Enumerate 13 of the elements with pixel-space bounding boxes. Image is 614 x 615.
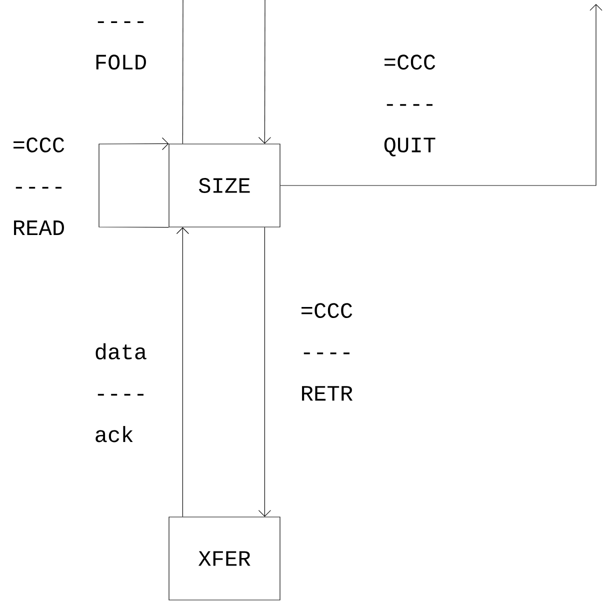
process-box: XFER	[168, 516, 280, 600]
edge-label: =CCC ---- RETR	[302, 303, 353, 401]
arrow	[280, 4, 602, 186]
edge-label: ---- FOLD	[96, 21, 146, 70]
edge-label: data ---- ack	[96, 343, 146, 442]
arrow	[258, 0, 272, 144]
edge-label: =CCC ---- QUIT	[384, 54, 436, 156]
arrow	[258, 227, 271, 517]
connector-line	[182, 0, 184, 144]
arrow	[98, 137, 169, 228]
arrow	[176, 227, 189, 517]
process-box: SIZE	[168, 144, 280, 228]
edge-label: =CCC ---- READ	[14, 137, 64, 235]
